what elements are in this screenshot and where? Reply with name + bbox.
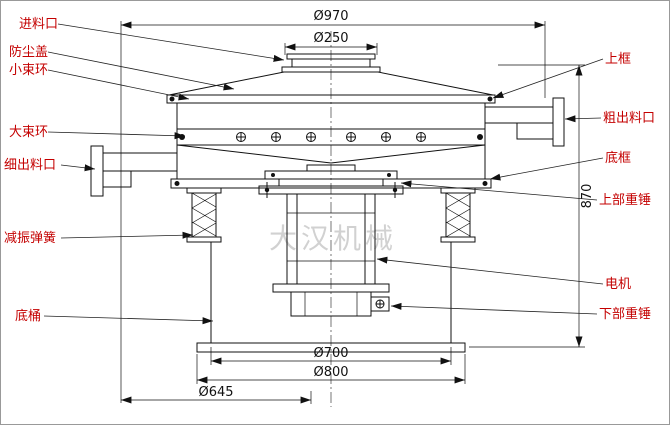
dim-inlet-text: Ø250 <box>313 31 348 46</box>
clamp-bolt-icons <box>236 132 426 142</box>
label-coarse-outlet: 粗出料口 <box>603 111 655 126</box>
label-lower-weight: 下部重锤 <box>599 306 651 322</box>
bottom-barrel-part <box>196 242 466 353</box>
label-dust-cover: 防尘盖 <box>9 44 48 60</box>
dim-offset-text: Ø645 <box>198 385 233 400</box>
damping-spring-right-part <box>440 187 476 243</box>
feed-inlet-part <box>281 53 381 73</box>
motor-assembly-part <box>258 164 404 317</box>
fine-outlet-part <box>90 145 177 197</box>
label-upper-weight: 上部重锤 <box>599 192 651 208</box>
dimension-annotations: Ø970 Ø250 870 Ø700 Ø800 Ø645 <box>120 9 595 404</box>
dim-height-text: 870 <box>580 184 595 209</box>
dim-base-text: Ø800 <box>313 365 348 380</box>
part-labels: 进料口 防尘盖 小束环 大束环 细出料口 减振弹簧 底桶 上框 粗出料口 底框 … <box>4 17 655 324</box>
label-bottom-barrel: 底桶 <box>15 308 41 324</box>
coarse-outlet-part <box>485 97 565 147</box>
dim-top-outer-text: Ø970 <box>313 9 348 24</box>
label-feed-inlet: 进料口 <box>19 17 58 32</box>
label-damping-spring: 减振弹簧 <box>4 230 56 246</box>
label-bottom-frame: 底框 <box>605 150 631 166</box>
label-fine-outlet: 细出料口 <box>4 158 56 173</box>
damping-spring-left-part <box>186 187 222 243</box>
label-motor: 电机 <box>605 277 631 292</box>
label-upper-frame: 上框 <box>605 52 631 67</box>
screen-cone-part <box>176 144 486 164</box>
watermark: 大汉机械 <box>269 222 397 255</box>
label-small-clamp-ring: 小束环 <box>9 63 48 78</box>
dim-barrel-text: Ø700 <box>313 346 348 361</box>
dust-cover-part <box>166 71 496 104</box>
leader-lines <box>43 23 604 325</box>
machine-outline <box>90 53 565 353</box>
label-large-clamp-ring: 大束环 <box>9 125 48 140</box>
lower-weight-bolt-icon <box>375 299 385 309</box>
